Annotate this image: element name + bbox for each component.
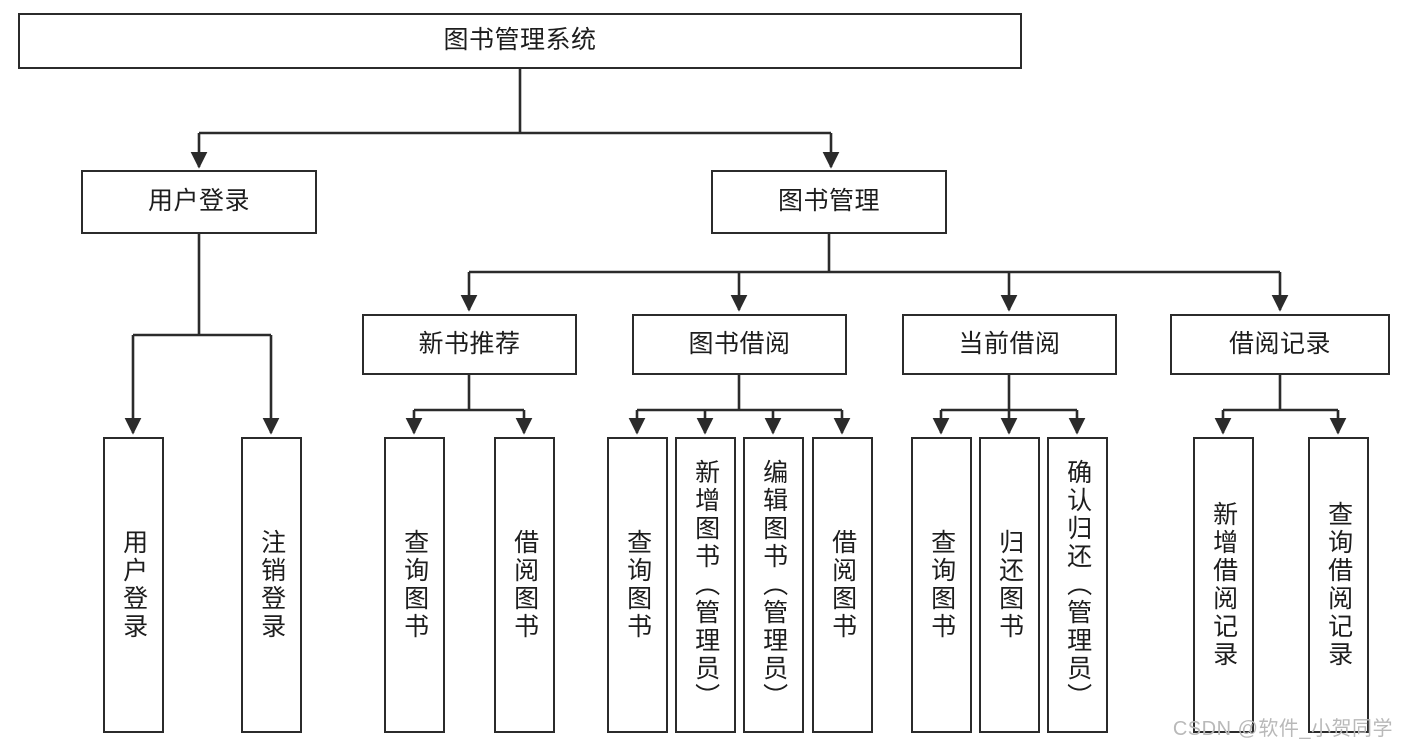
node-leaf-edit-book-label: 编辑图书（管理员） bbox=[759, 459, 788, 711]
node-user-login-label: 用户登录 bbox=[147, 187, 250, 216]
node-leaf-borrow-book-1[interactable]: 借阅图书 bbox=[494, 437, 555, 733]
node-leaf-add-book-label: 新增图书（管理员） bbox=[691, 459, 720, 711]
node-leaf-confirm-return-label: 确认归还（管理员） bbox=[1063, 459, 1092, 711]
node-leaf-user-logout-label: 注销登录 bbox=[257, 529, 286, 641]
node-new-book-recommend[interactable]: 新书推荐 bbox=[362, 314, 577, 375]
node-book-manage-label: 图书管理 bbox=[777, 187, 880, 216]
node-leaf-add-book[interactable]: 新增图书（管理员） bbox=[675, 437, 736, 733]
node-leaf-query-book-3-label: 查询图书 bbox=[927, 529, 956, 641]
node-leaf-user-login-label: 用户登录 bbox=[119, 529, 148, 641]
node-root[interactable]: 图书管理系统 bbox=[18, 13, 1022, 69]
node-leaf-query-book-2[interactable]: 查询图书 bbox=[607, 437, 668, 733]
node-root-label: 图书管理系统 bbox=[443, 26, 597, 55]
node-leaf-add-record-label: 新增借阅记录 bbox=[1209, 501, 1238, 669]
node-leaf-query-book-2-label: 查询图书 bbox=[623, 529, 652, 641]
node-leaf-borrow-book-1-label: 借阅图书 bbox=[510, 529, 539, 641]
node-book-borrow-label: 图书借阅 bbox=[688, 329, 791, 358]
node-book-manage[interactable]: 图书管理 bbox=[711, 170, 947, 234]
node-new-book-recommend-label: 新书推荐 bbox=[418, 329, 521, 358]
node-leaf-borrow-book-2[interactable]: 借阅图书 bbox=[812, 437, 873, 733]
node-borrow-record[interactable]: 借阅记录 bbox=[1170, 314, 1390, 375]
node-leaf-edit-book[interactable]: 编辑图书（管理员） bbox=[743, 437, 804, 733]
node-book-borrow[interactable]: 图书借阅 bbox=[632, 314, 847, 375]
node-current-borrow-label: 当前借阅 bbox=[958, 329, 1061, 358]
node-current-borrow[interactable]: 当前借阅 bbox=[902, 314, 1117, 375]
node-leaf-query-book-3[interactable]: 查询图书 bbox=[911, 437, 972, 733]
node-leaf-query-record[interactable]: 查询借阅记录 bbox=[1308, 437, 1369, 733]
node-leaf-user-login[interactable]: 用户登录 bbox=[103, 437, 164, 733]
node-leaf-return-book-label: 归还图书 bbox=[995, 529, 1024, 641]
node-leaf-query-book-1[interactable]: 查询图书 bbox=[384, 437, 445, 733]
node-leaf-confirm-return[interactable]: 确认归还（管理员） bbox=[1047, 437, 1108, 733]
node-leaf-query-book-1-label: 查询图书 bbox=[400, 529, 429, 641]
node-leaf-add-record[interactable]: 新增借阅记录 bbox=[1193, 437, 1254, 733]
node-leaf-user-logout[interactable]: 注销登录 bbox=[241, 437, 302, 733]
node-leaf-borrow-book-2-label: 借阅图书 bbox=[828, 529, 857, 641]
node-borrow-record-label: 借阅记录 bbox=[1228, 329, 1331, 358]
node-user-login[interactable]: 用户登录 bbox=[81, 170, 317, 234]
node-leaf-query-record-label: 查询借阅记录 bbox=[1324, 501, 1353, 669]
node-leaf-return-book[interactable]: 归还图书 bbox=[979, 437, 1040, 733]
watermark-text: CSDN @软件_小贺同学 bbox=[1172, 718, 1393, 740]
